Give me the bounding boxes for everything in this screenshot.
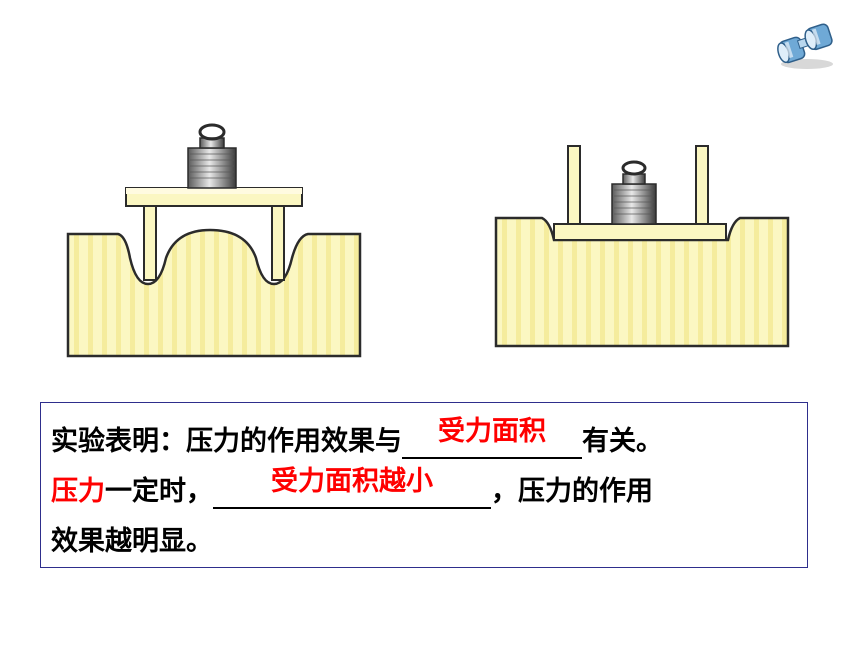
binoculars-icon[interactable] [772, 16, 842, 72]
stool-legs-down-figure [66, 123, 362, 358]
stool-leg-right [695, 145, 709, 225]
conclusion-line-1: 实验表明：压力的作用效果与 受力面积 有关。 [51, 416, 663, 459]
line2-suffix: ，压力的作用 [491, 476, 653, 507]
answer-text-1: 受力面积 [438, 416, 546, 447]
answer-blank-2: 受力面积越小 [213, 466, 491, 509]
conclusion-box: 实验表明：压力的作用效果与受力面积有关。 压力一定时，受力面积越小，压力的作用 … [40, 402, 808, 568]
line1-prefix: 实验表明：压力的作用效果与 [51, 426, 402, 457]
answer-text-2: 受力面积越小 [271, 466, 433, 497]
stool-leg-left [143, 205, 157, 281]
stool-leg-left [567, 145, 581, 225]
answer-blank-1: 受力面积 [402, 416, 582, 459]
line3-text: 效果越明显。 [51, 526, 213, 557]
stool-leg-right [271, 205, 285, 281]
stool-board [553, 223, 727, 241]
sponge-block [494, 216, 790, 348]
stool-board-down-figure [494, 145, 790, 348]
conclusion-line-3: 效果越明显。 [51, 525, 213, 559]
line2-mid: 一定时， [105, 476, 213, 507]
conclusion-line-2: 压力一定时， 受力面积越小 ，压力的作用 [51, 466, 653, 509]
weight [187, 123, 237, 189]
sponge-block [66, 228, 362, 358]
line1-suffix: 有关。 [582, 426, 663, 457]
pressure-keyword: 压力 [51, 476, 105, 507]
weight [611, 160, 657, 225]
